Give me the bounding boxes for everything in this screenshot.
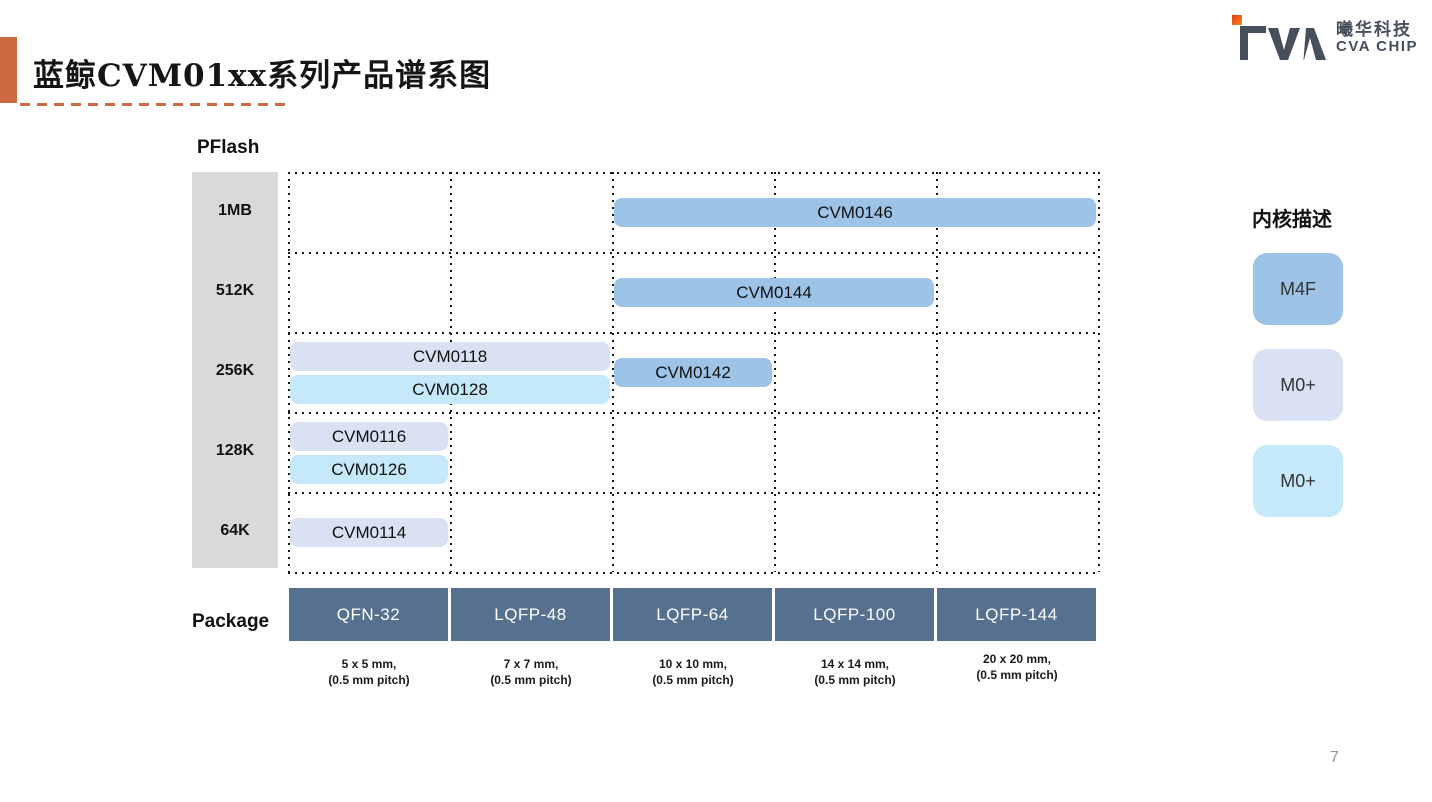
product-bar: CVM0144 — [614, 278, 934, 307]
title-accent-bar — [0, 37, 17, 103]
grid-vline — [450, 172, 452, 572]
package-dimension: 20 x 20 mm,(0.5 mm pitch) — [976, 652, 1058, 682]
product-bar: CVM0146 — [614, 198, 1096, 227]
product-bar: CVM0128 — [290, 375, 610, 404]
page-title: 蓝鲸CVM01xx系列产品谱系图 — [33, 58, 492, 94]
page-number: 7 — [1330, 749, 1339, 766]
logo-text: 曦华科技 CVA CHIP — [1336, 21, 1418, 55]
title-underline-dashes — [20, 103, 292, 106]
pflash-level-label: 64K — [220, 522, 250, 539]
grid-vline — [288, 172, 290, 572]
grid-hline — [288, 572, 1100, 574]
product-bar: CVM0116 — [290, 422, 448, 451]
package-cell: LQFP-144 — [937, 588, 1096, 641]
package-cell: LQFP-64 — [613, 588, 772, 641]
product-bar: CVM0142 — [614, 358, 772, 387]
package-cell: LQFP-48 — [451, 588, 610, 641]
product-bar: CVM0114 — [290, 518, 448, 547]
pflash-axis-column — [192, 172, 278, 568]
company-logo: 曦华科技 CVA CHIP — [1231, 14, 1418, 62]
grid-hline — [288, 172, 1100, 174]
legend-core-box: M0+ — [1253, 349, 1343, 421]
grid-vline — [774, 172, 776, 572]
package-dimension: 5 x 5 mm,(0.5 mm pitch) — [328, 657, 410, 687]
grid-vline — [1098, 172, 1100, 572]
logo-company-en: CVA CHIP — [1335, 38, 1418, 56]
pflash-axis-title: PFlash — [197, 137, 260, 158]
package-cell: QFN-32 — [289, 588, 448, 641]
logo-company-cn: 曦华科技 — [1335, 20, 1412, 40]
grid-vline — [612, 172, 614, 572]
legend-core-box: M0+ — [1253, 445, 1343, 517]
grid-hline — [288, 412, 1100, 414]
product-bar: CVM0118 — [290, 342, 610, 371]
cva-logo-icon — [1231, 14, 1327, 62]
product-bar: CVM0126 — [290, 455, 448, 484]
pflash-level-label: 1MB — [218, 202, 252, 219]
pflash-level-label: 256K — [215, 362, 255, 379]
grid-hline — [288, 332, 1100, 334]
grid-hline — [288, 252, 1100, 254]
package-dimension: 10 x 10 mm,(0.5 mm pitch) — [652, 657, 734, 687]
legend-core-box: M4F — [1253, 253, 1343, 325]
legend-title: 内核描述 — [1252, 209, 1332, 231]
package-dimension: 7 x 7 mm,(0.5 mm pitch) — [490, 657, 572, 687]
grid-hline — [288, 492, 1100, 494]
package-cell: LQFP-100 — [775, 588, 934, 641]
package-dimension: 14 x 14 mm,(0.5 mm pitch) — [814, 657, 896, 687]
package-axis-title: Package — [192, 611, 270, 632]
pflash-level-label: 128K — [215, 442, 255, 459]
pflash-level-label: 512K — [215, 282, 255, 299]
grid-vline — [936, 172, 938, 572]
